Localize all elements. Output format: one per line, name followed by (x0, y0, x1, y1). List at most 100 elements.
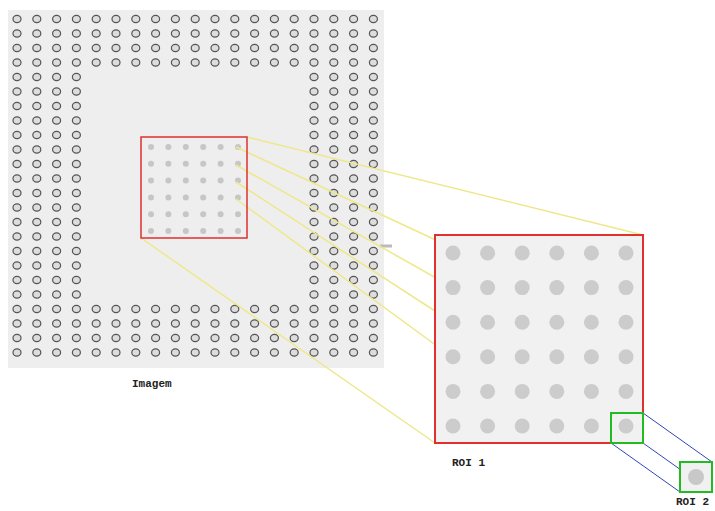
solder-ball (33, 160, 41, 167)
zoom-line (643, 443, 712, 492)
solder-ball (72, 276, 80, 283)
solder-ball (310, 102, 318, 109)
solder-ball (330, 102, 338, 109)
zoomed-ball (480, 315, 495, 330)
solder-ball (330, 59, 338, 66)
solder-ball (369, 160, 377, 167)
solder-ball (13, 247, 21, 254)
inner-ball (183, 211, 189, 217)
solder-ball (53, 117, 61, 124)
solder-ball (33, 204, 41, 211)
solder-ball (211, 320, 219, 327)
inner-ball (183, 228, 189, 234)
solder-ball (53, 233, 61, 240)
solder-ball (290, 30, 298, 37)
solder-ball (330, 117, 338, 124)
inner-ball (218, 178, 224, 184)
solder-ball (330, 175, 338, 182)
solder-ball (72, 131, 80, 138)
solder-ball (112, 349, 120, 356)
solder-ball (369, 247, 377, 254)
solder-ball (310, 59, 318, 66)
inner-ball (183, 178, 189, 184)
solder-ball (132, 349, 140, 356)
solder-ball (330, 30, 338, 37)
solder-ball (13, 131, 21, 138)
zoomed-ball (515, 349, 530, 364)
solder-ball (152, 59, 160, 66)
solder-ball (33, 334, 41, 341)
solder-ball (152, 30, 160, 37)
inner-ball (200, 144, 206, 150)
solder-ball (330, 15, 338, 22)
solder-ball (231, 30, 239, 37)
solder-ball (231, 15, 239, 22)
solder-ball (33, 15, 41, 22)
solder-ball (33, 189, 41, 196)
solder-ball (231, 305, 239, 312)
zoomed-ball (515, 419, 530, 434)
solder-ball (251, 334, 259, 341)
solder-ball (53, 59, 61, 66)
solder-ball (33, 276, 41, 283)
solder-ball (310, 117, 318, 124)
inner-ball (148, 211, 154, 217)
solder-ball (72, 320, 80, 327)
solder-ball (171, 30, 179, 37)
solder-ball (112, 320, 120, 327)
solder-ball (53, 262, 61, 269)
solder-ball (310, 320, 318, 327)
solder-ball (152, 15, 160, 22)
solder-ball (53, 44, 61, 51)
solder-ball (191, 15, 199, 22)
solder-ball (13, 218, 21, 225)
solder-ball (369, 175, 377, 182)
solder-ball (369, 262, 377, 269)
solder-ball (72, 146, 80, 153)
solder-ball (33, 262, 41, 269)
inner-ball (183, 194, 189, 200)
solder-ball (53, 131, 61, 138)
solder-ball (350, 102, 358, 109)
roi2-box (680, 462, 712, 492)
roi1-dots (446, 246, 634, 434)
solder-ball (92, 59, 100, 66)
inner-ball (218, 228, 224, 234)
solder-ball (53, 146, 61, 153)
solder-ball (112, 44, 120, 51)
zoomed-ball (584, 315, 599, 330)
solder-ball (330, 291, 338, 298)
solder-ball (33, 291, 41, 298)
solder-ball (211, 334, 219, 341)
inner-ball (200, 178, 206, 184)
solder-ball (33, 59, 41, 66)
roi-caption: ROI 1 (452, 457, 485, 470)
solder-ball (369, 131, 377, 138)
solder-ball (310, 305, 318, 312)
zoomed-ball (619, 280, 634, 295)
zoomed-ball (515, 384, 530, 399)
zoomed-ball (480, 384, 495, 399)
solder-ball (72, 117, 80, 124)
solder-ball (53, 189, 61, 196)
solder-ball (72, 305, 80, 312)
solder-ball (369, 334, 377, 341)
solder-ball (330, 276, 338, 283)
solder-ball (330, 334, 338, 341)
solder-ball (152, 44, 160, 51)
solder-ball (251, 59, 259, 66)
solder-ball (112, 305, 120, 312)
solder-ball (53, 15, 61, 22)
solder-ball (211, 349, 219, 356)
solder-ball (13, 189, 21, 196)
solder-ball (132, 30, 140, 37)
solder-ball (270, 44, 278, 51)
inner-ball (200, 211, 206, 217)
zoomed-ball (619, 419, 634, 434)
solder-ball (53, 204, 61, 211)
solder-ball (290, 349, 298, 356)
solder-ball (350, 30, 358, 37)
solder-ball (132, 305, 140, 312)
solder-ball (53, 291, 61, 298)
solder-ball (350, 247, 358, 254)
